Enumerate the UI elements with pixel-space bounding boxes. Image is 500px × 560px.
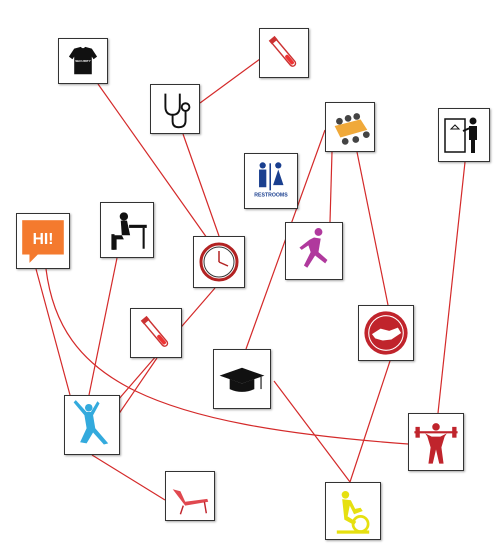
node-lounge-chair	[165, 471, 215, 521]
edge-graduation-cap-to-exercise-bike	[273, 380, 351, 483]
edge-stethoscope-to-clock	[182, 133, 220, 237]
meeting-table-icon	[334, 113, 370, 145]
node-weightlifter	[408, 413, 464, 471]
node-runner	[285, 222, 343, 280]
node-graduation-cap	[213, 349, 271, 409]
yoga-pose-icon	[73, 400, 109, 445]
test-tube-icon	[268, 35, 297, 67]
exercise-bike-icon	[336, 491, 370, 534]
handshake-icon	[364, 311, 408, 355]
coat-check-icon	[444, 117, 477, 153]
node-meeting-table	[325, 102, 375, 152]
graduation-cap-icon	[219, 367, 265, 392]
hi-speech-bubble-icon: HI!	[22, 220, 64, 263]
clock-icon	[199, 242, 239, 282]
node-handshake	[358, 305, 414, 361]
weightlifter-icon	[414, 423, 458, 464]
edge-meeting-table-to-runner	[329, 151, 333, 223]
desk-worker-icon	[111, 212, 147, 250]
node-test-tube-mid	[130, 308, 182, 358]
node-restrooms: RESTROOMS	[244, 153, 298, 209]
edge-coat-check-to-weightlifter	[437, 161, 466, 414]
restroom-icon: RESTROOMS	[254, 162, 288, 199]
node-desk-worker	[100, 202, 154, 258]
security-shirt-icon: SECURITY	[68, 46, 98, 75]
node-security-shirt: SECURITY	[58, 38, 108, 84]
node-exercise-bike	[325, 482, 381, 540]
restrooms-label: RESTROOMS	[254, 193, 288, 199]
node-test-tube-top	[259, 28, 309, 78]
security-label: SECURITY	[75, 59, 91, 63]
edge-desk-worker-to-yoga-pose	[88, 257, 118, 396]
hi-label: HI!	[33, 231, 54, 248]
edge-hi-sign-to-yoga-pose	[35, 268, 71, 396]
node-yoga-pose	[64, 395, 120, 455]
lounge-chair-icon	[172, 489, 209, 515]
node-stethoscope	[150, 84, 200, 134]
node-hi-sign: HI!	[16, 213, 70, 269]
edge-yoga-pose-to-lounge-chair	[91, 454, 166, 501]
node-clock	[193, 236, 245, 288]
edge-test-tube-mid-to-yoga-pose	[115, 357, 158, 419]
stethoscope-icon	[164, 93, 191, 129]
test-tube-icon	[140, 315, 169, 347]
edge-security-shirt-to-clock	[97, 83, 208, 239]
edge-handshake-to-exercise-bike	[349, 360, 391, 483]
node-coat-check	[438, 108, 490, 162]
edge-meeting-table-to-handshake	[356, 151, 389, 306]
edge-test-tube-top-to-stethoscope	[199, 58, 261, 104]
edge-hi-sign-to-weightlifter	[45, 268, 409, 445]
runner-icon	[299, 228, 328, 268]
